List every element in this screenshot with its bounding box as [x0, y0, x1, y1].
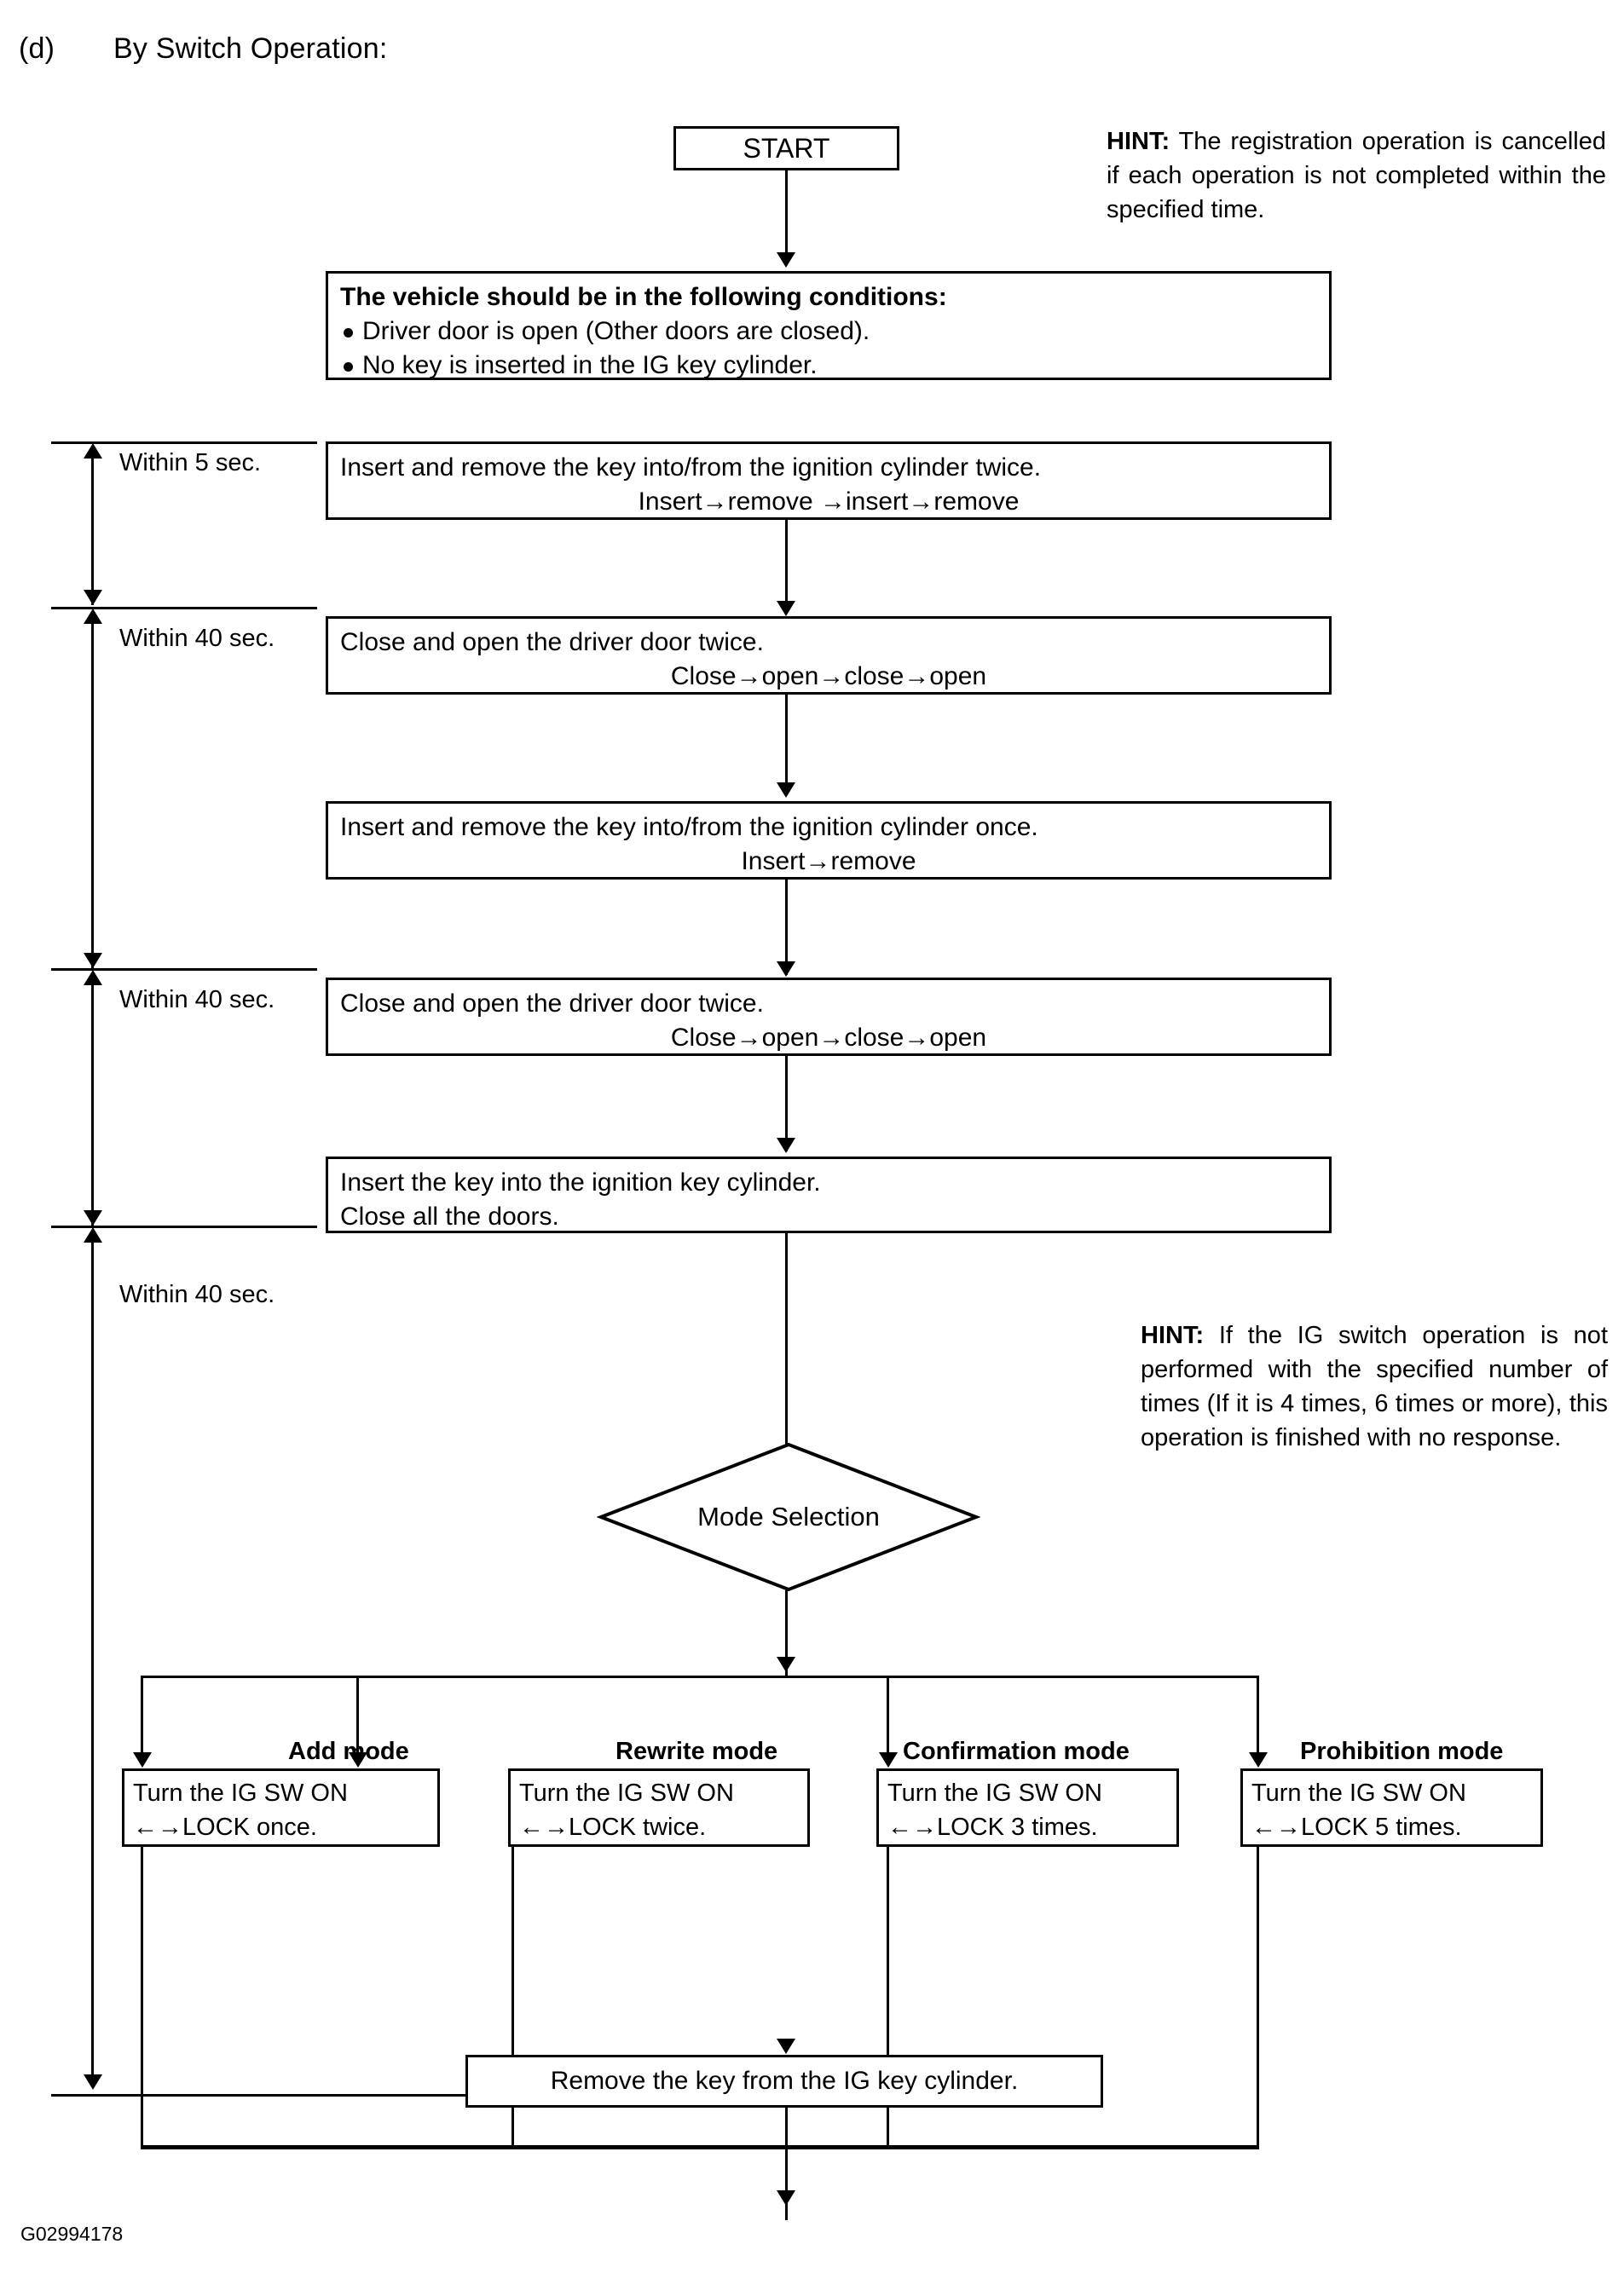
- connector-step2-to-step3: [785, 695, 788, 790]
- timing-label-within-40-sec-c: Within 40 sec.: [119, 1281, 275, 1308]
- step-5-line1: Insert the key into the ignition key cyl…: [340, 1168, 821, 1197]
- conditions-box: The vehicle should be in the following c…: [326, 271, 1332, 380]
- mode-box-confirmation: Turn the IG SW ON ←→LOCK 3 times.: [876, 1768, 1179, 1847]
- final-step-box: Remove the key from the IG key cylinder.: [465, 2055, 1103, 2108]
- timing-tick-top-1: [51, 441, 317, 444]
- step-3-line1: Insert and remove the key into/from the …: [340, 813, 1038, 841]
- timing-arrowhead-down-3: [84, 1210, 102, 1226]
- mode-add-line2: ←→LOCK once.: [133, 1814, 317, 1841]
- hint-ig-switch-count: HINT: If the IG switch operation is not …: [1141, 1318, 1608, 1455]
- timing-tick-top-3: [51, 968, 317, 971]
- mode-prohibition-line2: ←→LOCK 5 times.: [1251, 1814, 1462, 1841]
- step-2-line1: Close and open the driver door twice.: [340, 628, 764, 656]
- arrowhead-flow-exit: [777, 2190, 795, 2206]
- mode-confirmation-line1: Turn the IG SW ON: [887, 1780, 1102, 1807]
- arrowhead-to-final-step: [777, 2039, 795, 2054]
- conditions-title: The vehicle should be in the following c…: [340, 283, 947, 311]
- merge-drop-confirmation: [887, 1847, 889, 2148]
- mode-rewrite-line1: Turn the IG SW ON: [519, 1780, 734, 1807]
- mode-box-rewrite: Turn the IG SW ON ←→LOCK twice.: [508, 1768, 810, 1847]
- mode-rewrite-line2: ←→LOCK twice.: [519, 1814, 707, 1841]
- connector-final-out: [785, 2108, 788, 2203]
- branch-drop-add: [141, 1676, 143, 1764]
- arrowhead-to-step3: [777, 782, 795, 798]
- connector-step3-to-step4: [785, 880, 788, 975]
- step-box-5: Insert the key into the ignition key cyl…: [326, 1157, 1332, 1233]
- merge-drop-rewrite: [511, 1847, 514, 2148]
- timing-tick-bottom-4: [51, 2094, 465, 2097]
- timing-rail-3: [91, 977, 94, 1226]
- step-box-3: Insert and remove the key into/from the …: [326, 801, 1332, 880]
- arrowhead-confirmation-mode: [879, 1752, 898, 1768]
- branch-drop-confirmation: [887, 1676, 889, 1764]
- arrowhead-to-step4: [777, 961, 795, 977]
- timing-arrowhead-down-4: [84, 2074, 102, 2090]
- hint-body: If the IG switch operation is not perfor…: [1141, 1322, 1608, 1451]
- mode-add-line1: Turn the IG SW ON: [133, 1780, 348, 1807]
- conditions-bullet: No key is inserted in the IG key cylinde…: [340, 349, 1317, 383]
- mode-label-confirmation: Confirmation mode: [903, 1738, 1130, 1765]
- section-marker: (d): [19, 32, 55, 65]
- arrowhead-to-branch-bar: [777, 1657, 795, 1672]
- page-title: By Switch Operation:: [113, 32, 388, 65]
- hint-registration-timeout: HINT: The registration operation is canc…: [1107, 124, 1606, 227]
- mode-label-add: Add mode: [288, 1738, 409, 1765]
- timing-rail-2: [91, 615, 94, 969]
- branch-drop-prohibition: [1257, 1676, 1259, 1764]
- arrowhead-to-step5: [777, 1138, 795, 1153]
- merge-bar: [141, 2145, 1259, 2149]
- diamond-shape-icon: [597, 1442, 980, 1592]
- connector-step4-to-step5: [785, 1056, 788, 1151]
- decision-label: Mode Selection: [697, 1502, 880, 1532]
- step-4-line2: Close→open→close→open: [670, 1024, 987, 1052]
- hint-prefix: HINT:: [1141, 1322, 1205, 1349]
- step-2-line2: Close→open→close→open: [670, 662, 987, 690]
- connector-step5-to-decision: [785, 1233, 788, 1480]
- start-label: START: [743, 132, 830, 164]
- connector-decision-to-branch: [785, 1590, 788, 1677]
- mode-box-prohibition: Turn the IG SW ON ←→LOCK 5 times.: [1240, 1768, 1543, 1847]
- step-1-line1: Insert and remove the key into/from the …: [340, 453, 1042, 482]
- timing-tick-top-2: [51, 607, 317, 609]
- mode-prohibition-line1: Turn the IG SW ON: [1251, 1780, 1466, 1807]
- step-4-line1: Close and open the driver door twice.: [340, 989, 764, 1018]
- figure-code: G02994178: [20, 2223, 124, 2245]
- mode-confirmation-line2: ←→LOCK 3 times.: [887, 1814, 1098, 1841]
- branch-drop-rewrite: [356, 1676, 359, 1764]
- step-box-4: Close and open the driver door twice. Cl…: [326, 978, 1332, 1056]
- step-3-line2: Insert→remove: [741, 847, 916, 875]
- timing-tick-top-4: [51, 1226, 317, 1228]
- step-box-1: Insert and remove the key into/from the …: [326, 441, 1332, 520]
- arrowhead-rewrite-mode: [349, 1752, 367, 1768]
- arrowhead-to-conditions: [777, 252, 795, 268]
- hint-body: The registration operation is cancelled …: [1107, 128, 1606, 223]
- connector-step1-to-step2: [785, 520, 788, 607]
- conditions-bullet: Driver door is open (Other doors are clo…: [340, 314, 1317, 349]
- branch-bar: [141, 1676, 1259, 1678]
- timing-arrowhead-down-1: [84, 590, 102, 605]
- arrowhead-add-mode: [133, 1752, 152, 1768]
- connector-start-to-conditions: [785, 170, 788, 257]
- step-5-line2: Close all the doors.: [340, 1203, 559, 1231]
- hint-prefix: HINT:: [1107, 128, 1170, 155]
- final-step-label: Remove the key from the IG key cylinder.: [550, 2067, 1019, 2095]
- timing-rail-4: [91, 1234, 94, 2086]
- mode-label-rewrite: Rewrite mode: [616, 1738, 778, 1765]
- arrowhead-prohibition-mode: [1249, 1752, 1268, 1768]
- step-1-line2: Insert→remove →insert→remove: [638, 487, 1020, 516]
- merge-drop-prohibition: [1257, 1847, 1259, 2148]
- timing-label-within-5-sec: Within 5 sec.: [119, 449, 261, 476]
- arrowhead-to-step2: [777, 601, 795, 616]
- decision-mode-selection: Mode Selection: [597, 1440, 980, 1594]
- timing-label-within-40-sec-b: Within 40 sec.: [119, 986, 275, 1013]
- timing-arrowhead-down-2: [84, 953, 102, 968]
- timing-rail-1: [91, 450, 94, 605]
- start-terminator: START: [673, 126, 899, 170]
- step-box-2: Close and open the driver door twice. Cl…: [326, 616, 1332, 695]
- merge-drop-add: [141, 1847, 143, 2148]
- timing-label-within-40-sec-a: Within 40 sec.: [119, 625, 275, 652]
- mode-label-prohibition: Prohibition mode: [1300, 1738, 1504, 1765]
- mode-box-add: Turn the IG SW ON ←→LOCK once.: [122, 1768, 440, 1847]
